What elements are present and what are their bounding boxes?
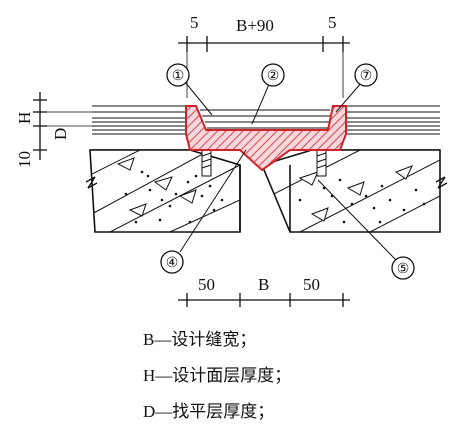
marker-1: ① xyxy=(166,63,190,87)
bottom-dim-middle: B xyxy=(258,275,269,294)
side-dim-10: 10 xyxy=(15,151,34,168)
joint-gap xyxy=(239,165,291,232)
right-concrete-slab xyxy=(260,149,441,233)
bottom-dim-right: 50 xyxy=(303,275,320,294)
marker-4-label: ④ xyxy=(166,256,179,271)
side-labels: 10 H D xyxy=(15,112,70,168)
bottom-dimension xyxy=(178,293,350,307)
right-surface-layers xyxy=(333,105,440,151)
marker-2: ② xyxy=(261,63,285,87)
marker-5-label: ⑤ xyxy=(397,262,410,277)
marker-5: ⑤ xyxy=(391,256,415,280)
top-dim-middle: B+90 xyxy=(236,16,274,35)
left-concrete-slab xyxy=(89,149,241,233)
note-h: H—设计面层厚度； xyxy=(143,366,292,385)
marker-7-label: ⑦ xyxy=(360,69,373,84)
marker-2-label: ② xyxy=(267,69,280,84)
top-dimension xyxy=(178,36,350,98)
break-marks xyxy=(85,176,448,189)
marker-1-label: ① xyxy=(172,69,185,84)
note-d: D—找平层厚度； xyxy=(143,402,275,421)
top-dim-right: 5 xyxy=(328,13,337,32)
note-b: B—设计缝宽； xyxy=(143,330,257,349)
legend-notes: B—设计缝宽； H—设计面层厚度； D—找平层厚度； xyxy=(143,322,443,430)
top-dim-left: 5 xyxy=(190,13,199,32)
cover-plate xyxy=(200,109,330,129)
bottom-dim-left: 50 xyxy=(198,275,215,294)
marker-7: ⑦ xyxy=(354,63,378,87)
side-dim-d: D xyxy=(51,128,70,140)
anchor-bolts xyxy=(201,149,327,177)
leader-lines xyxy=(179,81,397,261)
marker-4: ④ xyxy=(160,250,184,274)
left-surface-layers xyxy=(92,105,196,151)
side-dimension xyxy=(33,92,92,160)
side-dim-h: H xyxy=(15,112,34,124)
joint-seal xyxy=(185,105,347,172)
